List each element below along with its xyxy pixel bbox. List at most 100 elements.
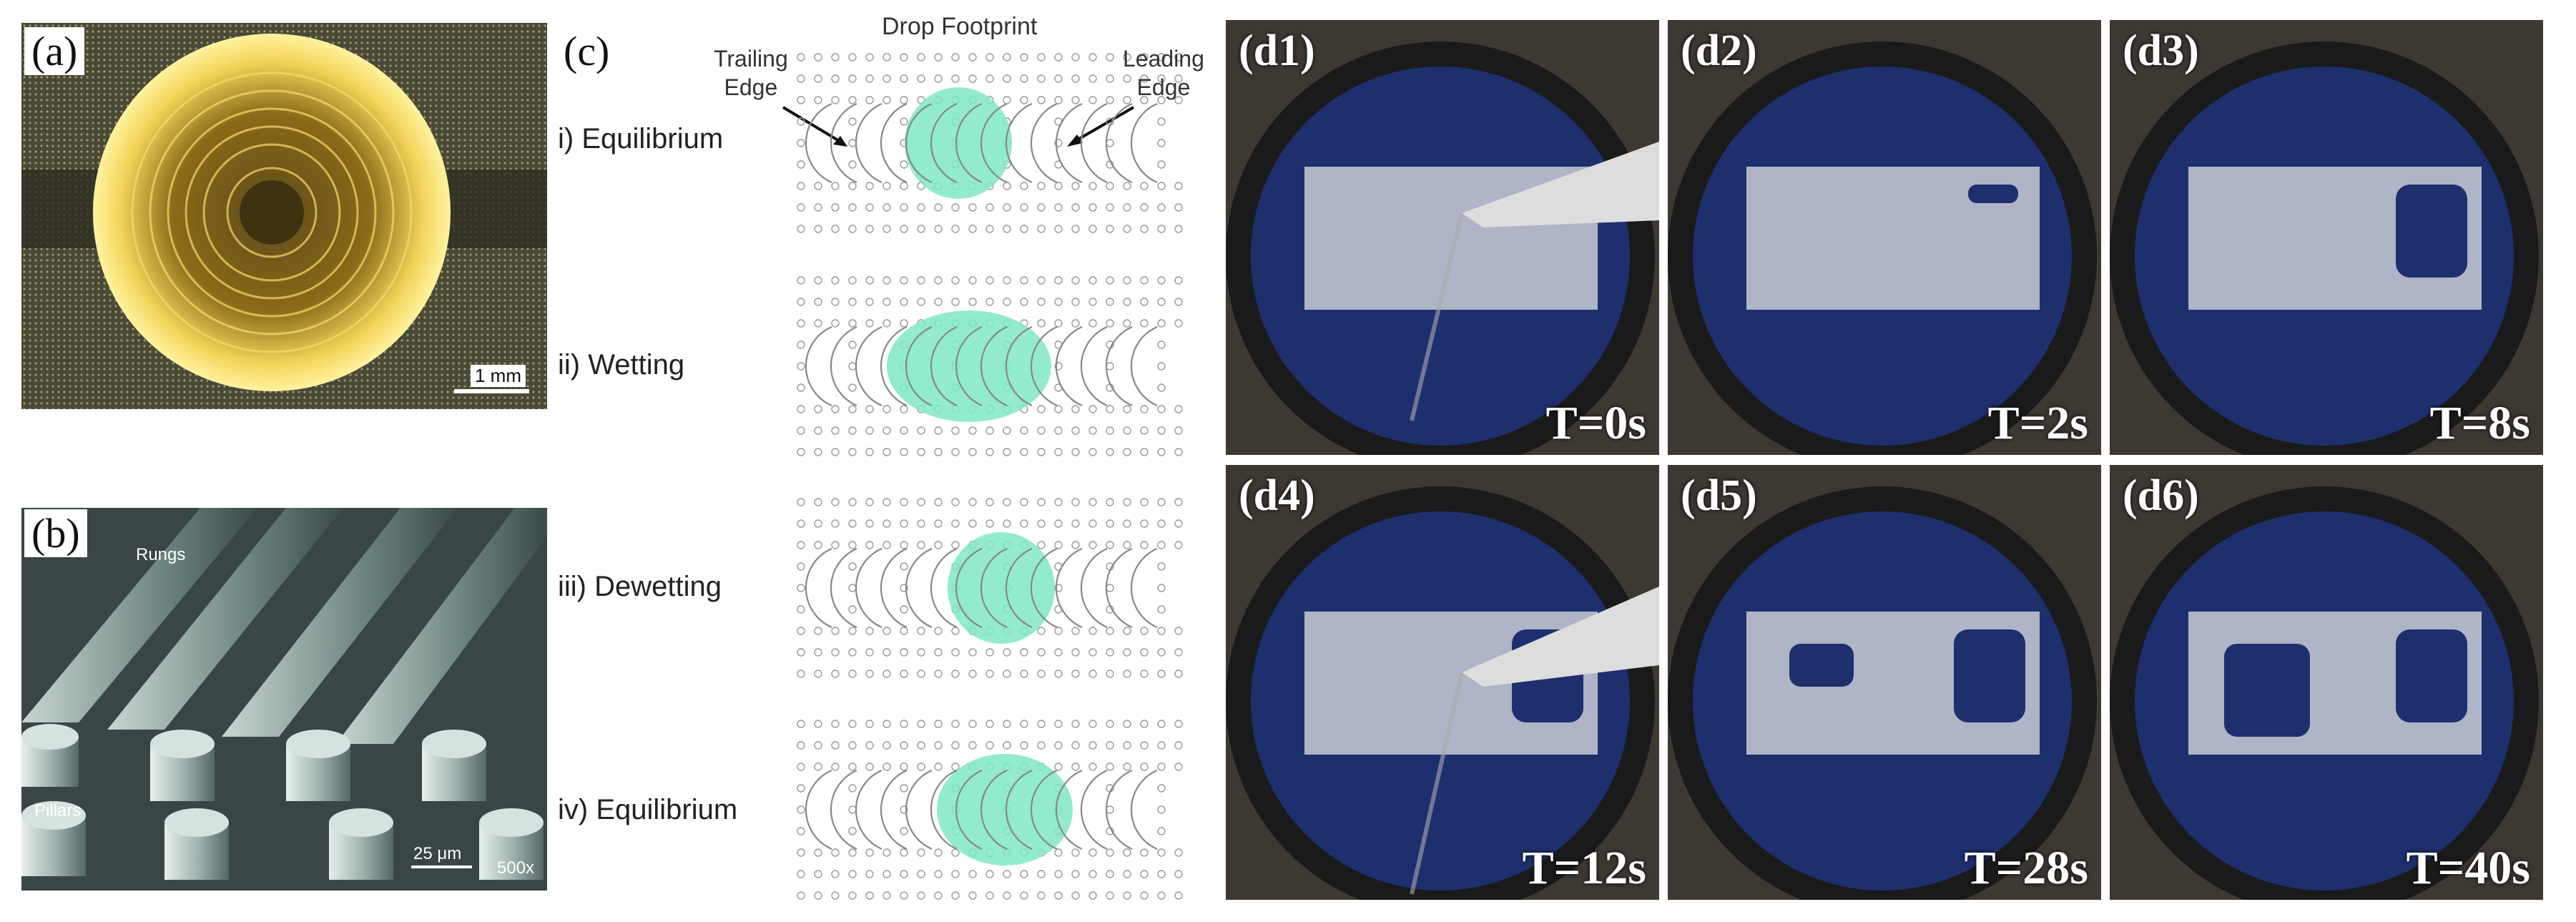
rung-arc	[1105, 547, 1133, 629]
pillar-dot	[883, 203, 891, 212]
pillar-dot	[1020, 182, 1028, 190]
pillar-dot	[1071, 225, 1080, 233]
rung-arc	[1080, 769, 1108, 850]
pillar-dot	[797, 203, 805, 212]
pillar-dot	[917, 741, 925, 750]
pillar-dot	[797, 827, 805, 835]
sample-photo	[1668, 20, 2101, 455]
pillar-dot	[1106, 870, 1114, 878]
pillar-dot	[1054, 762, 1063, 771]
pillar-dot	[900, 805, 908, 814]
pillar-dot	[1140, 96, 1149, 104]
pillar-dot	[1054, 498, 1063, 506]
pillar-dot	[1054, 319, 1063, 328]
pillar-dot	[1157, 805, 1166, 814]
pillar-dot	[1174, 670, 1183, 678]
pillar-dot	[1123, 541, 1131, 549]
pillar-dot	[797, 498, 805, 506]
pillar-dot	[900, 298, 908, 306]
pillar-dot	[1174, 498, 1183, 506]
pillar-dot	[797, 117, 805, 126]
pillar-dot	[900, 319, 908, 328]
rung-arc	[880, 769, 908, 850]
pillar-dot	[848, 870, 857, 878]
pillar-dot	[848, 720, 857, 728]
pillar-dot	[1106, 762, 1114, 771]
pillar-dot	[1088, 96, 1097, 104]
pillar-dot	[1037, 74, 1046, 83]
pillar-dot	[831, 670, 840, 678]
pillar-dot	[831, 891, 840, 900]
pillar-dot	[814, 53, 822, 62]
pillar-dot	[1106, 627, 1114, 635]
pillar-dot	[831, 276, 840, 285]
pillar-dot	[1071, 720, 1080, 728]
pillar-dot	[900, 648, 908, 657]
pillar-dot	[848, 519, 857, 528]
pillar-dot	[848, 426, 857, 435]
pillar-dot	[900, 741, 908, 750]
trailing-edge-word: Trailing	[714, 46, 788, 72]
pillar-dot	[985, 74, 994, 83]
pillar-dot	[1054, 891, 1063, 900]
pillar-dot	[831, 448, 840, 456]
pillar-dot	[1106, 519, 1114, 528]
pillar-dot	[1020, 519, 1028, 528]
pillar-dot	[883, 498, 891, 506]
pillar-dot	[1174, 276, 1183, 285]
pillar-dot	[1157, 541, 1166, 549]
pillar-dot	[848, 648, 857, 657]
sample-photo	[1226, 20, 1659, 455]
pillar-dot	[865, 519, 874, 528]
pillar-dot	[1157, 720, 1166, 728]
pillar-dot	[1003, 426, 1011, 435]
sem-mag-label: 500x	[497, 858, 535, 878]
pillar-dot	[1106, 670, 1114, 678]
pillar-dot	[1071, 870, 1080, 878]
pillar-dot	[1054, 670, 1063, 678]
pillar-dot	[1106, 319, 1114, 328]
pillar-dot	[831, 498, 840, 506]
pillar-dot	[814, 426, 822, 435]
pillar-dot	[1157, 562, 1166, 571]
pillar-dot	[917, 74, 925, 83]
pillar-dot	[1054, 74, 1063, 83]
pillar-dot	[848, 405, 857, 413]
pillar-dot	[797, 648, 805, 657]
rung-arc	[955, 547, 983, 629]
pillar-dot	[865, 182, 874, 190]
pillar-dot	[831, 426, 840, 435]
pillar-dot	[848, 498, 857, 506]
pillar-dot	[1071, 203, 1080, 212]
pillar-dot	[1123, 203, 1131, 212]
pillar-dot	[883, 670, 891, 678]
pillar-dot	[1174, 627, 1183, 635]
pillar-dot	[1140, 405, 1149, 413]
pillar-dot	[1088, 182, 1097, 190]
pillar-dot	[883, 720, 891, 728]
pillar-dot	[1054, 53, 1063, 62]
pillar-dot	[934, 848, 943, 857]
pillar-dot	[968, 298, 977, 306]
pillar-dot	[831, 225, 840, 233]
pillar-dot	[848, 362, 857, 371]
pillar-dot	[1140, 276, 1149, 285]
pillar-dot	[1071, 405, 1080, 413]
rung-arc	[855, 547, 883, 629]
pillar-dot	[1054, 541, 1063, 549]
pillar-dot	[831, 182, 840, 190]
pillar-dot	[1003, 74, 1011, 83]
pillar-dot	[831, 519, 840, 528]
pillar-dot	[1157, 383, 1166, 392]
rung-arc	[980, 547, 1008, 629]
pillar-dot	[1088, 405, 1097, 413]
pillar-dot	[797, 741, 805, 750]
pillar-dot	[1037, 298, 1046, 306]
trailing-edge-label: Trailing Edge	[714, 44, 788, 102]
pillar-dot	[968, 891, 977, 900]
pillar-dot	[1174, 762, 1183, 771]
pillar-dot	[985, 53, 994, 62]
pillar-dot	[968, 720, 977, 728]
pillar-dot	[1123, 519, 1131, 528]
pillar-dot	[1140, 519, 1149, 528]
